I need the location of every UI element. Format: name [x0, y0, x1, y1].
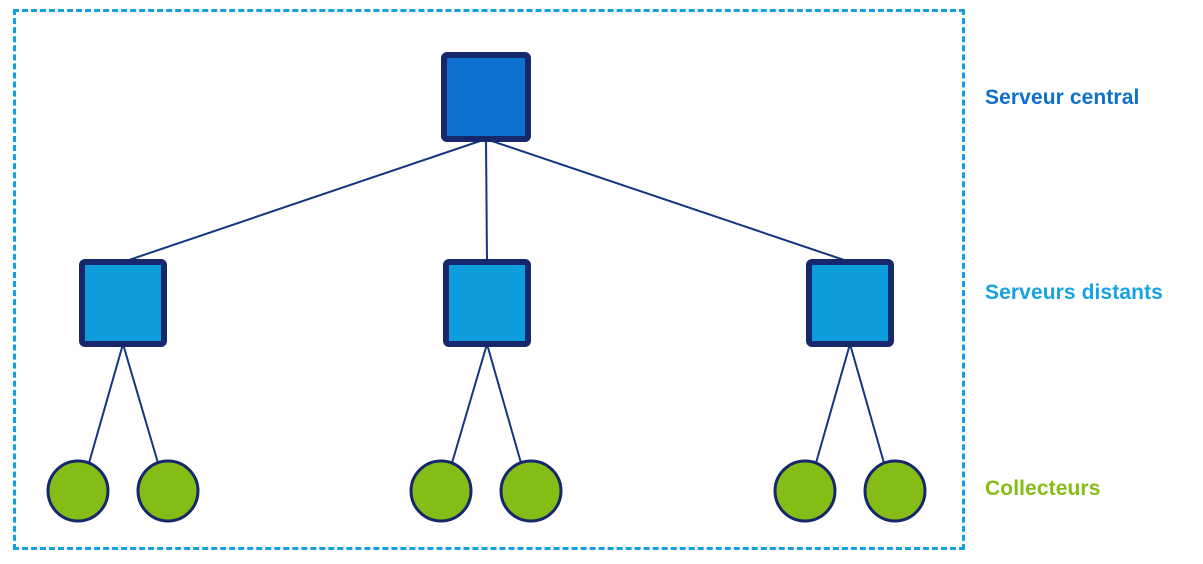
- legend-label-serveurs-distants: Serveurs distants: [985, 281, 1163, 304]
- remote-server-square-left[interactable]: [79, 259, 167, 347]
- edge-remote-middle-to-collector-4: [486, 343, 522, 464]
- legend-label-collecteurs: Collecteurs: [985, 477, 1101, 500]
- edge-central-to-remote-right: [485, 138, 851, 263]
- legend-label-serveur-central: Serveur central: [985, 86, 1140, 109]
- central-server-square[interactable]: [441, 52, 531, 142]
- remote-server-square-middle[interactable]: [443, 259, 531, 347]
- edge-remote-left-to-collector-2: [122, 343, 159, 464]
- edge-group-remote-to-collectors: [88, 343, 885, 464]
- edge-remote-middle-to-collector-3: [451, 343, 488, 464]
- node-group-remote-servers: [79, 259, 894, 347]
- edge-remote-right-to-collector-6: [849, 343, 885, 464]
- collector-circle-1[interactable]: [46, 459, 110, 523]
- edge-central-to-remote-left: [122, 138, 487, 263]
- collector-circle-2[interactable]: [136, 459, 200, 523]
- collector-circle-5[interactable]: [773, 459, 837, 523]
- edge-group-central-to-remote: [122, 138, 851, 263]
- collector-circle-4[interactable]: [499, 459, 563, 523]
- collector-circle-3[interactable]: [409, 459, 473, 523]
- edge-remote-right-to-collector-5: [815, 343, 851, 464]
- system-boundary-dashed-box: [13, 9, 965, 550]
- collector-circle-6[interactable]: [863, 459, 927, 523]
- node-central-server[interactable]: [441, 52, 531, 142]
- remote-server-square-right[interactable]: [806, 259, 894, 347]
- node-group-collectors: [46, 459, 927, 523]
- edge-central-to-remote-middle: [485, 138, 488, 263]
- edge-remote-left-to-collector-1: [88, 343, 124, 464]
